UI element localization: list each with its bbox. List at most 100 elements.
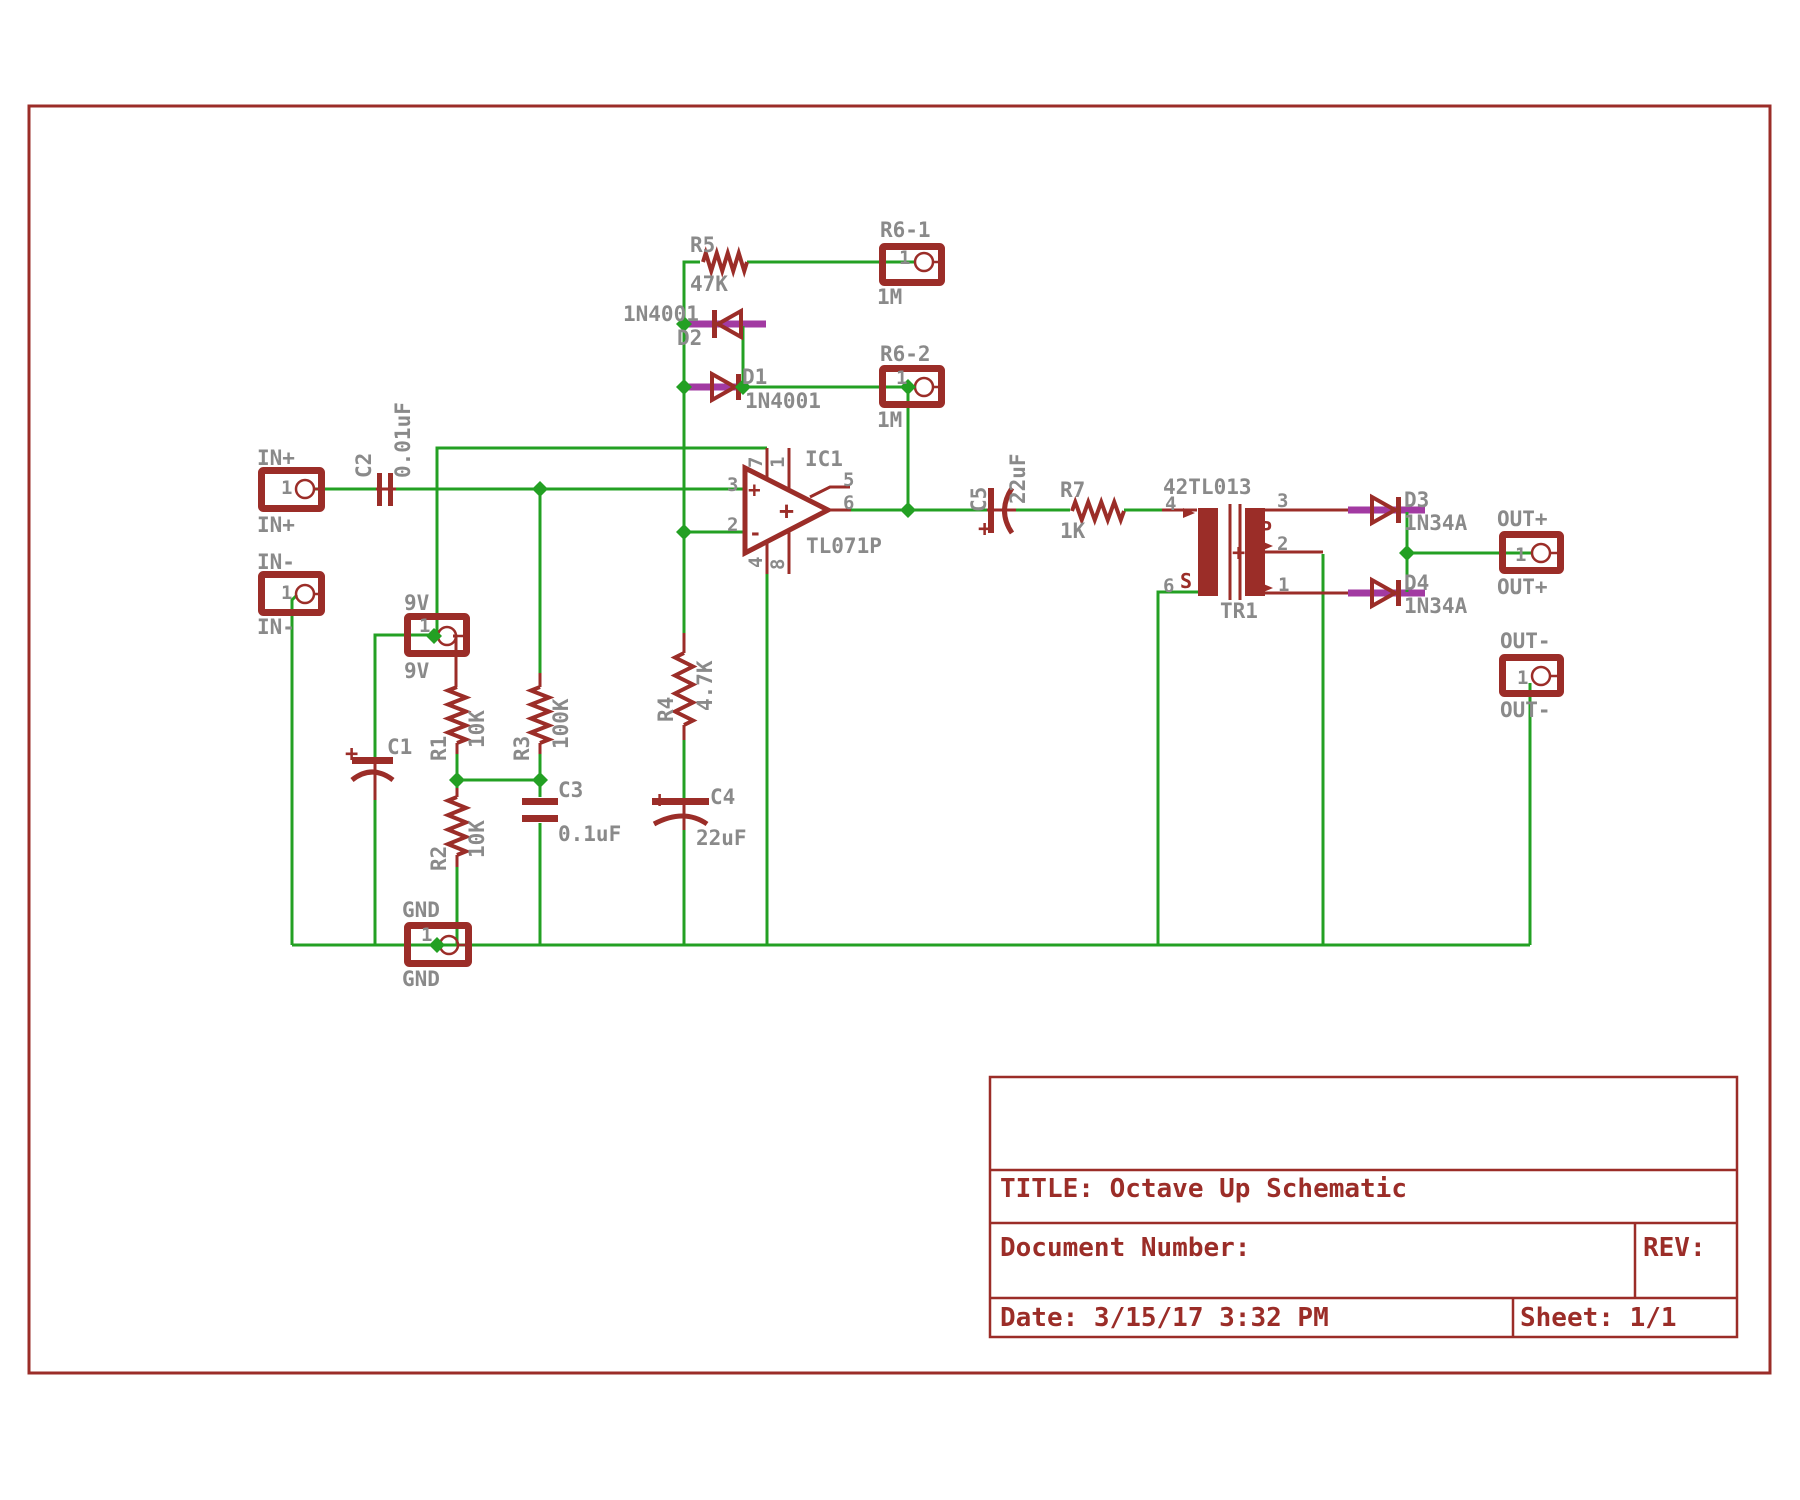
name-gnd: GND [402,898,440,922]
value-9v: 9V [404,659,430,683]
junction-dot [900,379,916,395]
label-d2: D2 [677,326,702,350]
name-out-plus: OUT+ [1497,507,1548,531]
label-r6-1: R6-1 [880,218,931,242]
pad-r6-1 [879,243,945,286]
page-border [27,104,1772,1375]
pin-r6-1: 1 [899,247,910,269]
transformer-winding [1245,508,1265,596]
label-c1: C1 [387,735,412,759]
name-9v: 9V [404,591,430,615]
pad-r6-1-pin-icon [913,251,935,273]
value-c4: 22uF [696,826,747,850]
capacitor-c3-plate [522,798,558,805]
capacitor-c2-plate [377,473,382,506]
capacitor-c1-curve [350,769,395,783]
plus-c1: + [345,742,358,767]
junction-dot [429,937,445,953]
pin-ic1-5: 5 [843,469,854,491]
name-in-minus: IN- [257,550,295,574]
junction-dot [426,628,442,644]
pin-ic1-1: 1 [767,457,789,468]
pin-tr-4: 4 [1165,493,1176,515]
tr-s-tag: S [1180,569,1192,593]
junction-dot [676,524,692,540]
label-tr1: TR1 [1220,599,1258,623]
value-r1: 10K [465,710,489,748]
pin-ic1-7: 7 [745,457,767,468]
capacitor-c2-plate [388,473,393,506]
value-d3: 1N34A [1404,511,1468,535]
pin-ic1-6: 6 [843,492,854,514]
pad-9v [404,613,470,657]
name-in-plus: IN+ [257,446,295,470]
pin-out-plus: 1 [1515,544,1526,566]
resistor-r4 [670,651,698,727]
titleblock-rev: REV: [1643,1233,1706,1263]
opamp-plus-input: + [748,478,761,502]
pin-tr-3: 3 [1277,490,1288,512]
wire [373,633,434,757]
junction-dot [1399,545,1415,561]
pin-ic1-8: 8 [767,559,789,570]
winding-arrow-icon [1183,508,1195,518]
diode-d4 [1370,576,1400,610]
wire [290,593,299,945]
label-c4: C4 [710,785,735,809]
label-ic1: IC1 [805,447,843,471]
value-r7: 1K [1060,519,1086,543]
pin-tr-1: 1 [1278,574,1289,596]
value-c5: 22uF [1006,453,1030,504]
resistor-r1 [442,685,472,745]
value-d2: 1N4001 [623,302,699,326]
resistor-r2 [442,795,472,857]
value-out-minus: OUT- [1500,698,1551,722]
junction-dot [676,379,692,395]
label-c3: C3 [558,778,583,802]
junction-dot [532,481,548,497]
wire [682,260,700,635]
pin-ic1-4: 4 [745,557,767,568]
pin-stub [809,485,850,499]
resistor-r3 [525,685,555,745]
label-d1: D1 [742,365,767,389]
pin-gnd: 1 [421,924,432,946]
pin-in-plus: 1 [281,477,292,499]
label-r2: R2 [427,846,451,871]
pin-ic1-2: 2 [727,514,738,536]
pad-in-minus-pin-icon [294,583,316,605]
value-r2: 10K [465,820,489,858]
capacitor-c5-curve [1002,486,1015,535]
pad-r6-2-pin-icon [913,376,935,398]
pin-tr-6: 6 [1163,575,1174,597]
winding-arrow-icon [1261,541,1273,551]
value-d1: 1N4001 [745,389,821,413]
value-r4: 4.7K [693,660,717,711]
wire [435,446,767,633]
diode-d3 [1370,493,1400,527]
titleblock-date: Date: 3/15/17 3:32 PM [1000,1303,1329,1333]
plus-c4: + [653,788,666,813]
name-out-minus: OUT- [1500,629,1551,653]
transformer-winding [1198,508,1218,596]
value-c3: 0.1uF [558,822,621,846]
capacitor-c3-plate [522,815,558,822]
label-r7: R7 [1060,478,1085,502]
tr-plus-tag: + [1232,541,1245,566]
plus-c5: + [978,517,991,542]
capacitor-c4-plate [652,798,709,805]
label-r6-2: R6-2 [880,342,931,366]
pin-tr-2: 2 [1277,533,1288,555]
value-in-plus: IN+ [257,513,295,537]
label-c5: C5 [967,487,991,512]
label-d3: D3 [1404,488,1429,512]
resistor-r7 [1070,496,1126,526]
pad-out-minus [1499,654,1564,697]
value-c2: 0.01uF [391,402,415,478]
label-r1: R1 [427,736,451,761]
pin-in-minus: 1 [281,582,292,604]
value-in-minus: IN- [257,615,295,639]
label-c2: C2 [352,453,376,478]
